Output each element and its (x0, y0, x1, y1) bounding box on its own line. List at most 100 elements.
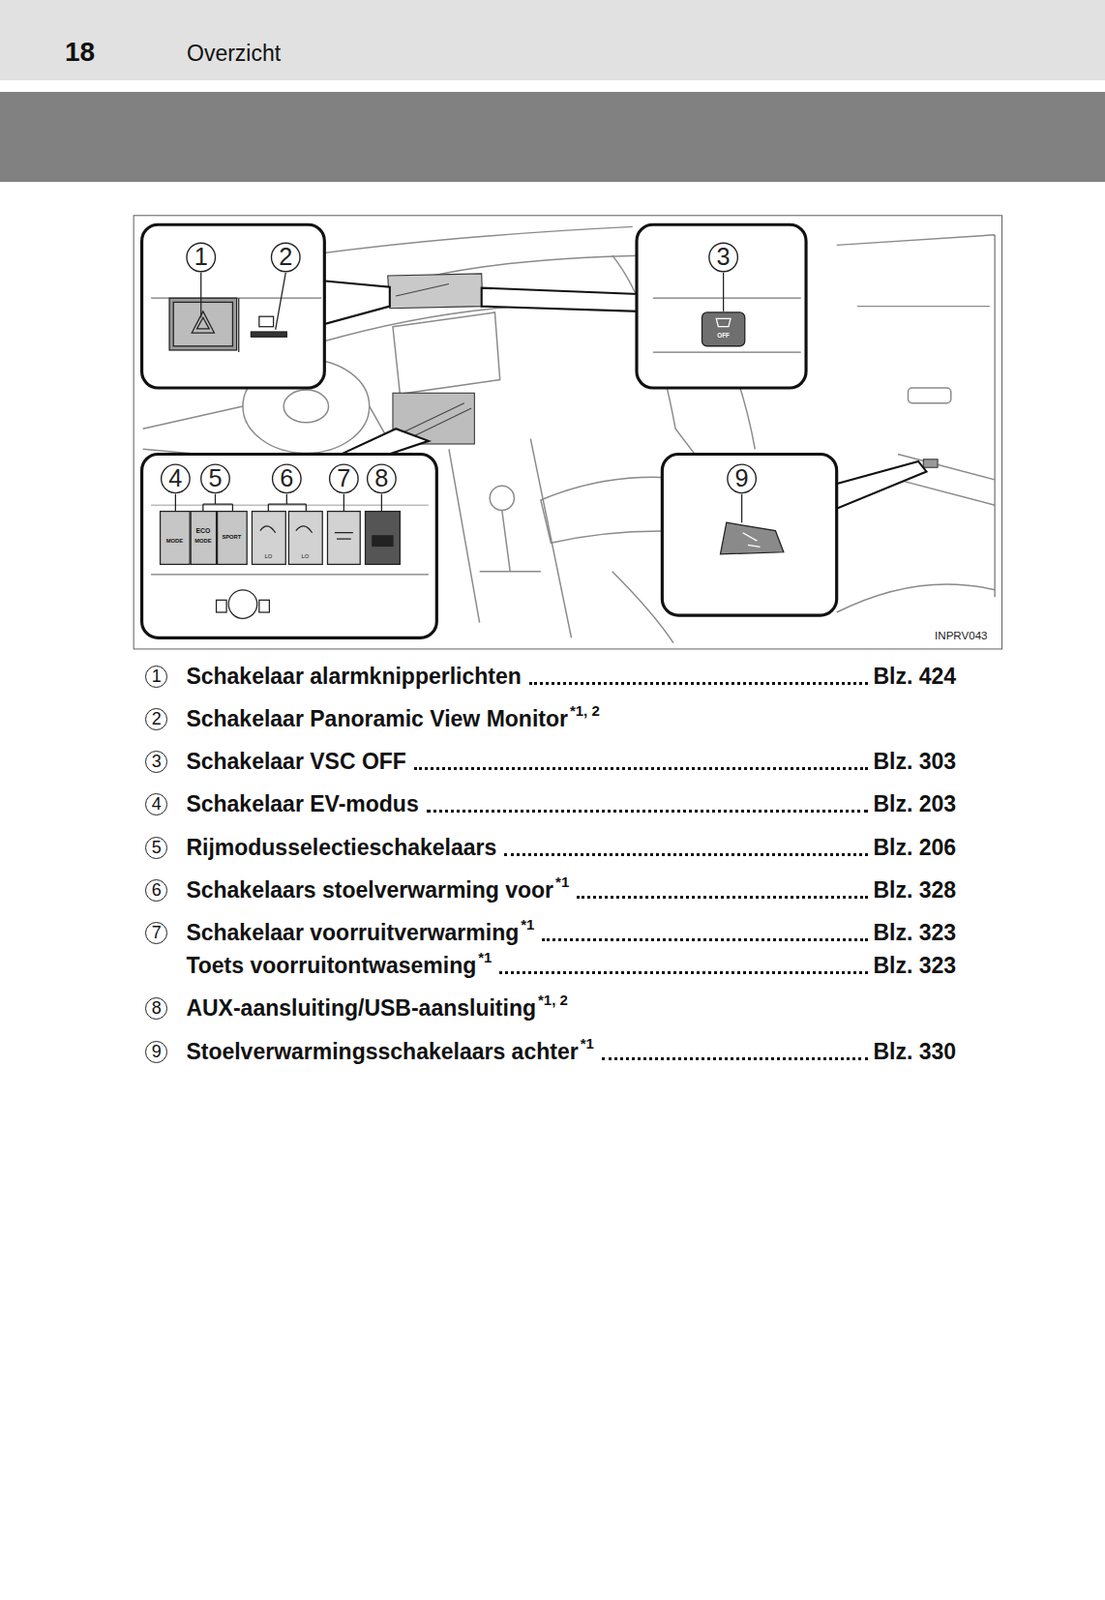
illustration-part (722, 272, 724, 312)
callout-number: 3 (716, 244, 731, 269)
illustration-part (653, 298, 802, 299)
page-reference: Blz. 323 (872, 920, 956, 947)
illustration-part (228, 590, 258, 620)
illustration-part (743, 533, 761, 548)
illustration-part (201, 464, 231, 494)
button-label: MODE (166, 538, 183, 545)
illustration-part (143, 406, 389, 440)
callout-number: 9 (145, 1041, 168, 1064)
button-label: OFF (716, 332, 730, 339)
illustration-part (388, 273, 483, 309)
page-reference: Blz. 203 (872, 791, 956, 818)
item-name: Schakelaar alarmknipperlichten (185, 663, 521, 690)
list-row: 6Schakelaars stoelverwarming voor*1Blz. … (145, 875, 956, 907)
illustration-part (709, 242, 739, 272)
illustration-part (365, 511, 401, 566)
item-name: Schakelaar VSC OFF (185, 748, 407, 776)
illustration-part (259, 599, 270, 613)
item-name: Toets voorruitontwaseming (185, 953, 477, 980)
illustration-part (897, 454, 995, 507)
callout-number: 2 (278, 244, 293, 269)
illustration-part (251, 511, 286, 566)
illustration-part (250, 331, 287, 337)
dot-leader (426, 800, 869, 813)
illustration-part (727, 464, 757, 494)
callout-number: 4 (168, 466, 182, 491)
illustration-part (197, 317, 210, 329)
illustration-part (272, 464, 302, 494)
illustration-part (367, 464, 397, 494)
dot-leader (504, 843, 868, 857)
callout-number: 7 (145, 922, 168, 945)
illustration-part (161, 464, 191, 494)
item-name: Rijmodusselectieschakelaars (185, 835, 497, 862)
illustration-part (653, 351, 802, 353)
callout-number: 8 (145, 997, 168, 1020)
list-row: Toets voorruitontwaseming*1 Blz. 323 (145, 951, 956, 983)
illustration-part (160, 511, 191, 566)
page-reference: Blz. 206 (872, 835, 956, 862)
list-row: 4Schakelaar EV-modusBlz. 203 (145, 789, 956, 821)
illustration-part (479, 510, 541, 572)
item-name: Schakelaar Panoramic View Monitor (185, 706, 568, 733)
inset-frames (142, 224, 837, 638)
illustration-part (327, 511, 360, 566)
button-label: SPORT (221, 535, 241, 541)
button-label: LO (300, 554, 309, 561)
illustration-part (259, 316, 274, 328)
illustration-part (173, 301, 233, 346)
callout-number: 1 (145, 665, 168, 688)
illustration-part (392, 312, 501, 394)
item-name: Stoelverwarmingsschakelaars achter (185, 1039, 578, 1066)
list-row: 7 Schakelaar voorruitverwarming*1 Blz. 323 (145, 918, 956, 950)
item-name: Schakelaar EV-modus (185, 791, 419, 818)
figure-frame (133, 215, 1002, 650)
illustration-part (142, 224, 326, 389)
illustration-part (270, 242, 300, 272)
illustration-part (283, 389, 329, 423)
dot-leader (601, 1047, 869, 1061)
illustration-part (322, 280, 390, 325)
callout-number: 3 (145, 750, 168, 774)
page-number: 18 (64, 38, 95, 66)
illustration-part (268, 494, 306, 512)
illustration-part (169, 298, 238, 351)
illustration-part (372, 536, 393, 547)
page-reference: Blz. 323 (872, 953, 956, 980)
section-band (0, 91, 1105, 182)
dot-leader (541, 928, 868, 942)
dot-leader (414, 757, 868, 771)
illustration-part (701, 312, 745, 347)
illustration-part (836, 235, 995, 598)
illustration-part (343, 494, 345, 512)
callout-number: 8 (374, 466, 389, 491)
footnote-mark: *1 (477, 949, 492, 966)
footnote-mark: *1 (580, 1035, 595, 1052)
illustration-part (836, 584, 995, 613)
callout-number: 5 (208, 466, 222, 491)
callout-number: 5 (145, 836, 168, 860)
item-name: Schakelaar voorruitverwarming (185, 920, 519, 947)
header-bar (0, 0, 1105, 81)
inset-switch-details (150, 272, 802, 619)
illustration-part (186, 242, 216, 272)
page-reference: Blz. 330 (872, 1039, 956, 1066)
callout-number: 1 (194, 244, 209, 269)
dot-leader (529, 672, 869, 686)
illustration-part (923, 459, 938, 468)
illustration-part (216, 599, 228, 613)
list-row: 9 Stoelverwarmingsschakelaars achter*1 Blz… (145, 1036, 956, 1068)
illustration-part (719, 522, 783, 555)
footnote-mark: *1, 2 (569, 702, 600, 719)
item-name: Schakelaars stoelverwarming voor (185, 877, 554, 904)
illustration-part (200, 272, 202, 318)
footnote-mark: *1 (520, 916, 535, 933)
page-header-title: Overzicht (186, 42, 281, 65)
page-reference: Blz. 328 (872, 877, 956, 904)
illustration-part (481, 288, 639, 312)
illustration-part (260, 526, 354, 539)
illustration-part (636, 224, 807, 389)
page-reference: Blz. 424 (872, 663, 956, 690)
illustration-part (716, 318, 731, 327)
illustration-part (190, 511, 216, 566)
